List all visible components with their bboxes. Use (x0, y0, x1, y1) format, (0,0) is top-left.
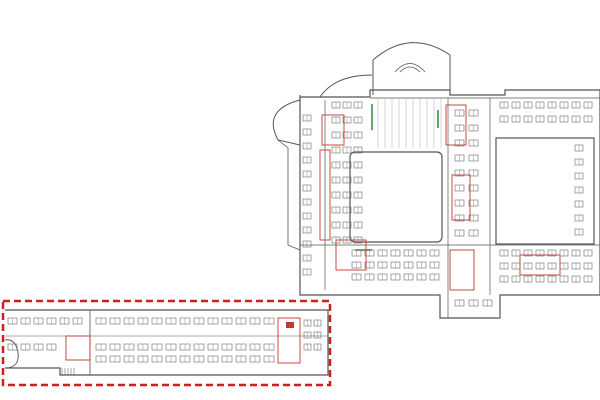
highlight-frame (1, 299, 332, 387)
lower-wing-stair (59, 368, 75, 376)
upper-left-curve (319, 74, 373, 98)
lower-wing-curve (4, 339, 19, 369)
dome-inner-arc (394, 63, 426, 73)
left-corridor (277, 139, 301, 251)
room-outline (321, 114, 345, 146)
room-outline (277, 317, 301, 364)
lower-wing-outline (5, 309, 329, 376)
main-outline (299, 89, 600, 319)
room-outline (451, 174, 471, 221)
room-outline (65, 335, 91, 361)
room-marker (286, 322, 294, 328)
dome-inner-arc-2 (399, 66, 421, 73)
dome-outline (372, 42, 451, 95)
left-annex-curve (272, 99, 301, 146)
lower-wing (4, 309, 329, 376)
room-outline (319, 149, 331, 241)
room-outline (445, 104, 467, 146)
courtyard-right (495, 137, 595, 245)
main-building (272, 42, 600, 319)
room-outline (335, 239, 367, 271)
room-outline (449, 249, 475, 291)
courtyard-left (349, 151, 443, 243)
